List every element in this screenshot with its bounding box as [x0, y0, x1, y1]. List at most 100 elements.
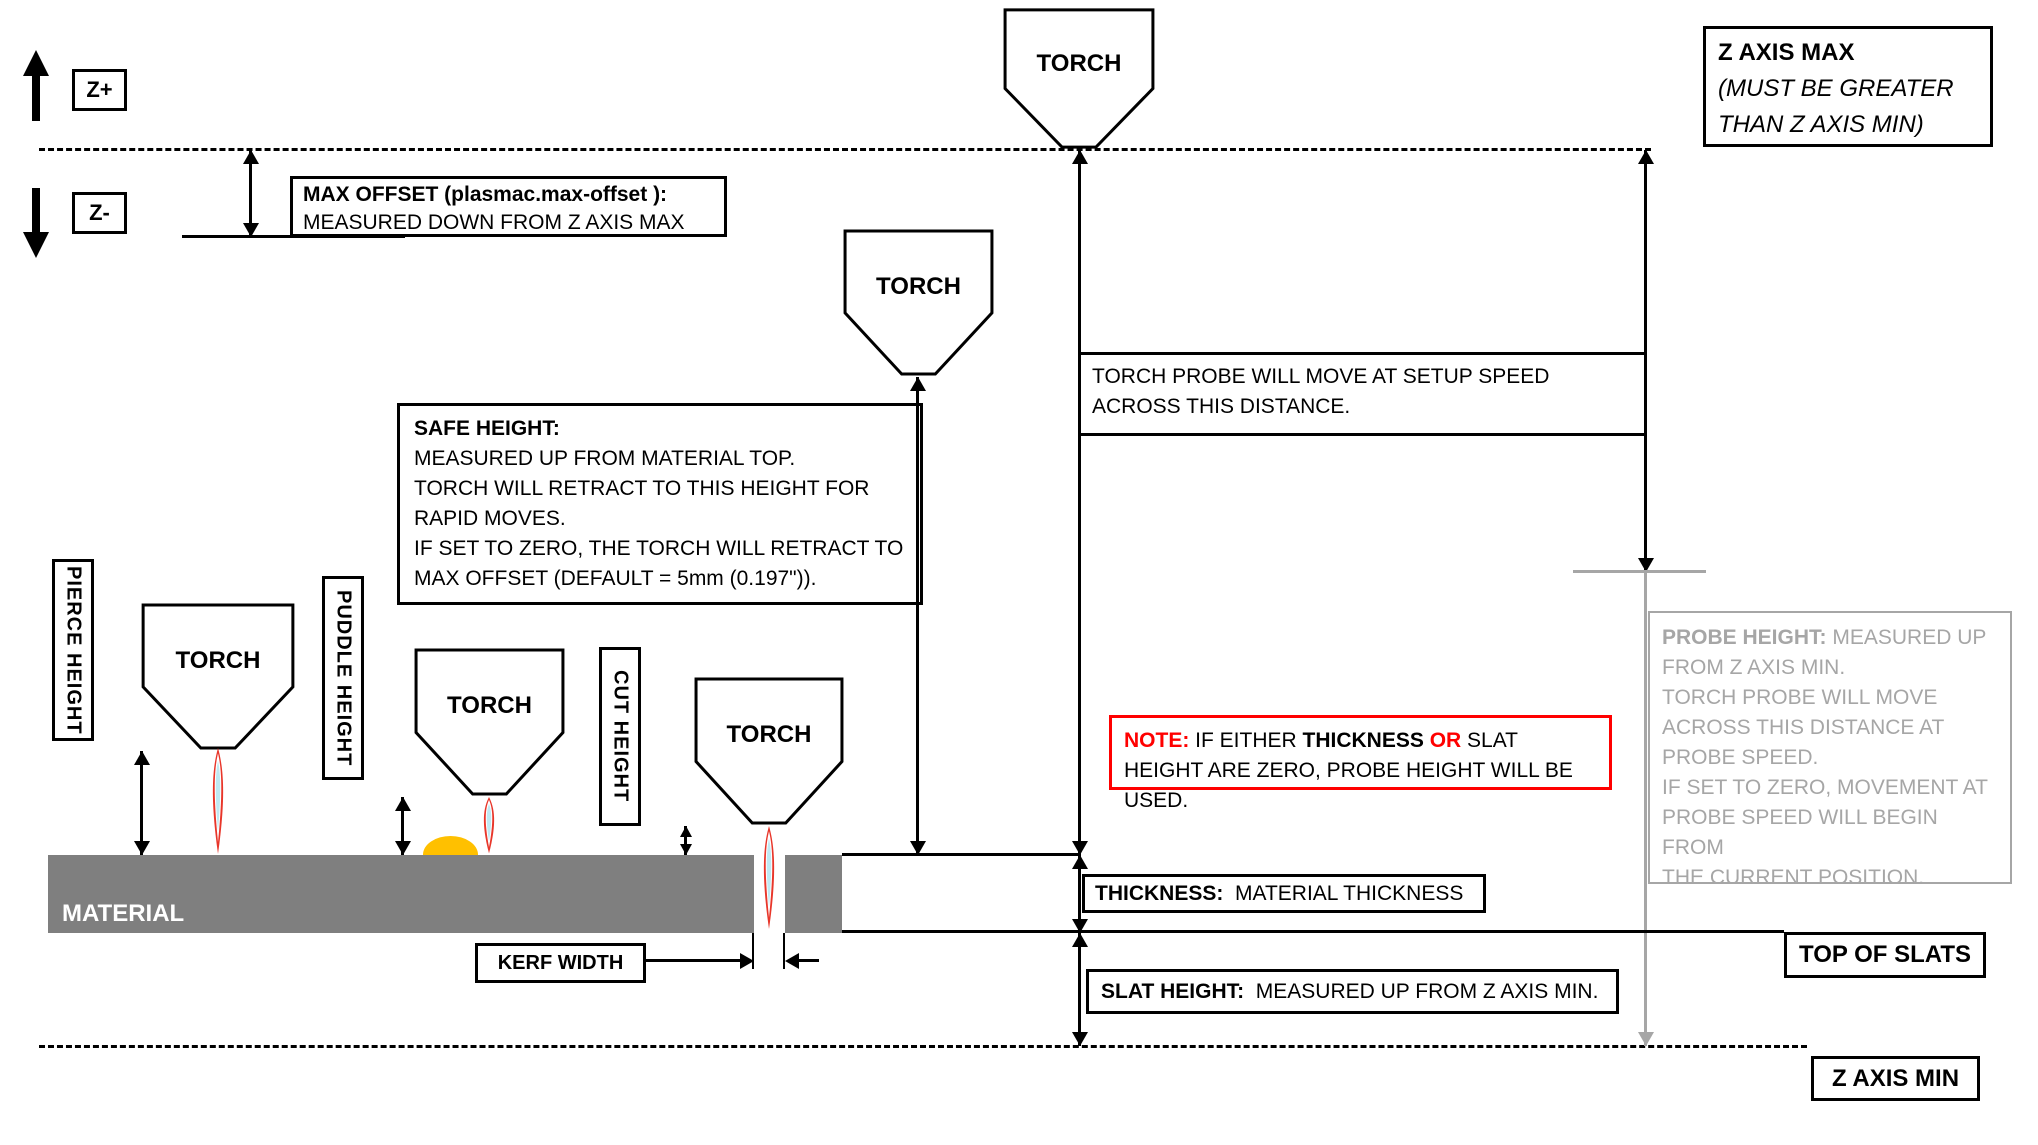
z-axis-max-callout: Z AXIS MAX (MUST BE GREATER THAN Z AXIS … [1703, 26, 1993, 147]
note-seg4: SLAT HEIGHT ARE ZERO, PROBE HEIGHT WILL … [1124, 729, 1573, 812]
thickness-arrowhead-down [1072, 919, 1088, 933]
top-of-slats-callout: TOP OF SLATS [1784, 932, 1986, 978]
slat-height-arrowhead-up [1072, 933, 1088, 947]
probe-height-title: PROBE HEIGHT: [1662, 626, 1827, 649]
safe-height-dimension-line [916, 377, 919, 855]
safe-height-callout: SAFE HEIGHT: MEASURED UP FROM MATERIAL T… [397, 403, 923, 605]
pierce-height-arrowhead-down [134, 841, 150, 855]
z-minus-arrow-shaft [32, 188, 40, 234]
note-seg1: IF EITHER [1189, 729, 1303, 752]
probe-height-line1: FROM Z AXIS MIN. [1662, 656, 1846, 679]
note-seg2: THICKNESS [1302, 729, 1430, 752]
cut-height-label: CUT HEIGHT [609, 670, 632, 803]
safe-height-title: SAFE HEIGHT: [414, 417, 560, 440]
setup-speed-dimension-line [1644, 150, 1647, 572]
safe-height-line3: RAPID MOVES. [414, 507, 566, 530]
thickness-title: THICKNESS: [1095, 881, 1224, 905]
kerf-left-extension-line [752, 933, 754, 969]
probe-height-callout: PROBE HEIGHT: MEASURED UP FROM Z AXIS MI… [1648, 611, 2012, 889]
torch-outline [693, 676, 845, 826]
cut-height-arrowhead-down [680, 844, 692, 855]
probe-band-top-line [1080, 352, 1647, 355]
flame-icon-puddle [483, 797, 495, 854]
safe-height-line5: MAX OFFSET (DEFAULT = 5mm (0.197")). [414, 567, 817, 590]
torch-outline [1002, 7, 1156, 150]
note-callout: NOTE: IF EITHER THICKNESS OR SLAT HEIGHT… [1109, 715, 1612, 812]
torch-probe-note-line2: ACROSS THIS DISTANCE. [1092, 395, 1351, 418]
cut-height-dimension-line [684, 826, 687, 855]
probe-height-line5: IF SET TO ZERO, MOVEMENT AT [1662, 776, 1988, 799]
probe-height-title-rest: MEASURED UP [1826, 626, 1987, 649]
slat-height-body: MEASURED UP FROM Z AXIS MIN. [1244, 979, 1599, 1003]
torch-outline [842, 228, 995, 377]
kerf-leader-line [646, 959, 742, 962]
puddle-height-label-box: PUDDLE HEIGHT [322, 576, 364, 780]
note-label: NOTE: [1124, 729, 1190, 752]
kerf-right-extension-line [783, 933, 785, 969]
torch-travel-dimension-line [1078, 150, 1081, 855]
z-axis-max-dashed-line [39, 148, 1651, 151]
z-minus-label-box: Z- [72, 192, 127, 234]
cut-height-arrowhead-up [680, 826, 692, 837]
z-axis-max-title: Z AXIS MAX [1718, 39, 1855, 66]
probe-height-line2: TORCH PROBE WILL MOVE [1662, 686, 1938, 709]
max-offset-arrowhead-up [243, 150, 259, 164]
kerf-arrowhead-left [785, 953, 799, 969]
top-of-slats-line [842, 930, 1784, 933]
setup-speed-arrowhead-up [1638, 150, 1654, 164]
flame-icon-pierce [212, 748, 224, 854]
slat-height-dimension-line [1078, 933, 1081, 1046]
probe-height-line6: PROBE SPEED WILL BEGIN FROM [1662, 806, 1938, 859]
setup-speed-arrowhead-down [1638, 558, 1654, 572]
note-seg3: OR [1429, 729, 1462, 752]
safe-height-line2: TORCH WILL RETRACT TO THIS HEIGHT FOR [414, 477, 870, 500]
z-plus-label-box: Z+ [72, 69, 127, 111]
z-axis-max-line2: (MUST BE GREATER [1718, 75, 1954, 102]
puddle-height-arrowhead-up [395, 797, 411, 811]
top-of-slats-label: TOP OF SLATS [1798, 941, 1972, 968]
torch-symbol-top: TORCH [1002, 7, 1156, 150]
torch-symbol-pierce: TORCH [140, 602, 296, 751]
safe-height-line4: IF SET TO ZERO, THE TORCH WILL RETRACT T… [414, 537, 904, 560]
puddle-icon [423, 836, 478, 855]
torch-label: TORCH [876, 272, 961, 300]
z-axis-max-line3: THAN Z AXIS MIN) [1718, 111, 1924, 138]
torch-label: TORCH [1036, 49, 1122, 77]
torch-label: TORCH [175, 646, 261, 674]
slat-height-callout: SLAT HEIGHT: MEASURED UP FROM Z AXIS MIN… [1086, 969, 1619, 1014]
probe-height-line7: THE CURRENT POSITION. [1662, 866, 1925, 889]
puddle-height-arrowhead-down [395, 841, 411, 855]
thickness-callout: THICKNESS: MATERIAL THICKNESS [1082, 874, 1486, 913]
torch-probe-note-line1: TORCH PROBE WILL MOVE AT SETUP SPEED [1092, 365, 1550, 388]
z-axis-min-label: Z AXIS MIN [1831, 1064, 1960, 1092]
material-top-extension-line [842, 853, 1081, 856]
safe-height-arrowhead-down [910, 841, 926, 855]
torch-label: TORCH [726, 721, 812, 748]
torch-probe-note: TORCH PROBE WILL MOVE AT SETUP SPEED ACR… [1092, 362, 1549, 422]
puddle-height-dimension-line [401, 797, 404, 855]
slat-height-title: SLAT HEIGHT: [1101, 979, 1245, 1003]
pierce-height-label: PIERCE HEIGHT [62, 565, 85, 735]
z-plus-arrow-icon [23, 50, 49, 76]
thickness-arrowhead-up [1072, 855, 1088, 869]
thickness-dimension-line [1078, 855, 1081, 933]
torch-outline [140, 602, 296, 751]
kerf-width-callout: KERF WIDTH [475, 943, 646, 983]
torch-label: TORCH [447, 692, 532, 719]
safe-height-arrowhead-up [910, 377, 926, 391]
material-block: MATERIAL [48, 855, 842, 933]
probe-height-line4: PROBE SPEED. [1662, 746, 1819, 769]
pierce-height-label-box: PIERCE HEIGHT [52, 559, 94, 741]
kerf-leader-tail [799, 959, 819, 962]
torch-outline [413, 647, 566, 797]
probe-band-bottom-line [1080, 433, 1647, 436]
torch-travel-arrowhead-down [1072, 841, 1088, 855]
thickness-body: MATERIAL THICKNESS [1223, 881, 1464, 905]
flame-icon-cut [763, 826, 775, 929]
max-offset-body: MEASURED DOWN FROM Z AXIS MAX [303, 211, 685, 234]
kerf-arrowhead-right [740, 953, 754, 969]
pierce-height-arrowhead-up [134, 751, 150, 765]
kerf-width-label: KERF WIDTH [497, 952, 624, 974]
slat-height-arrowhead-down [1072, 1032, 1088, 1046]
